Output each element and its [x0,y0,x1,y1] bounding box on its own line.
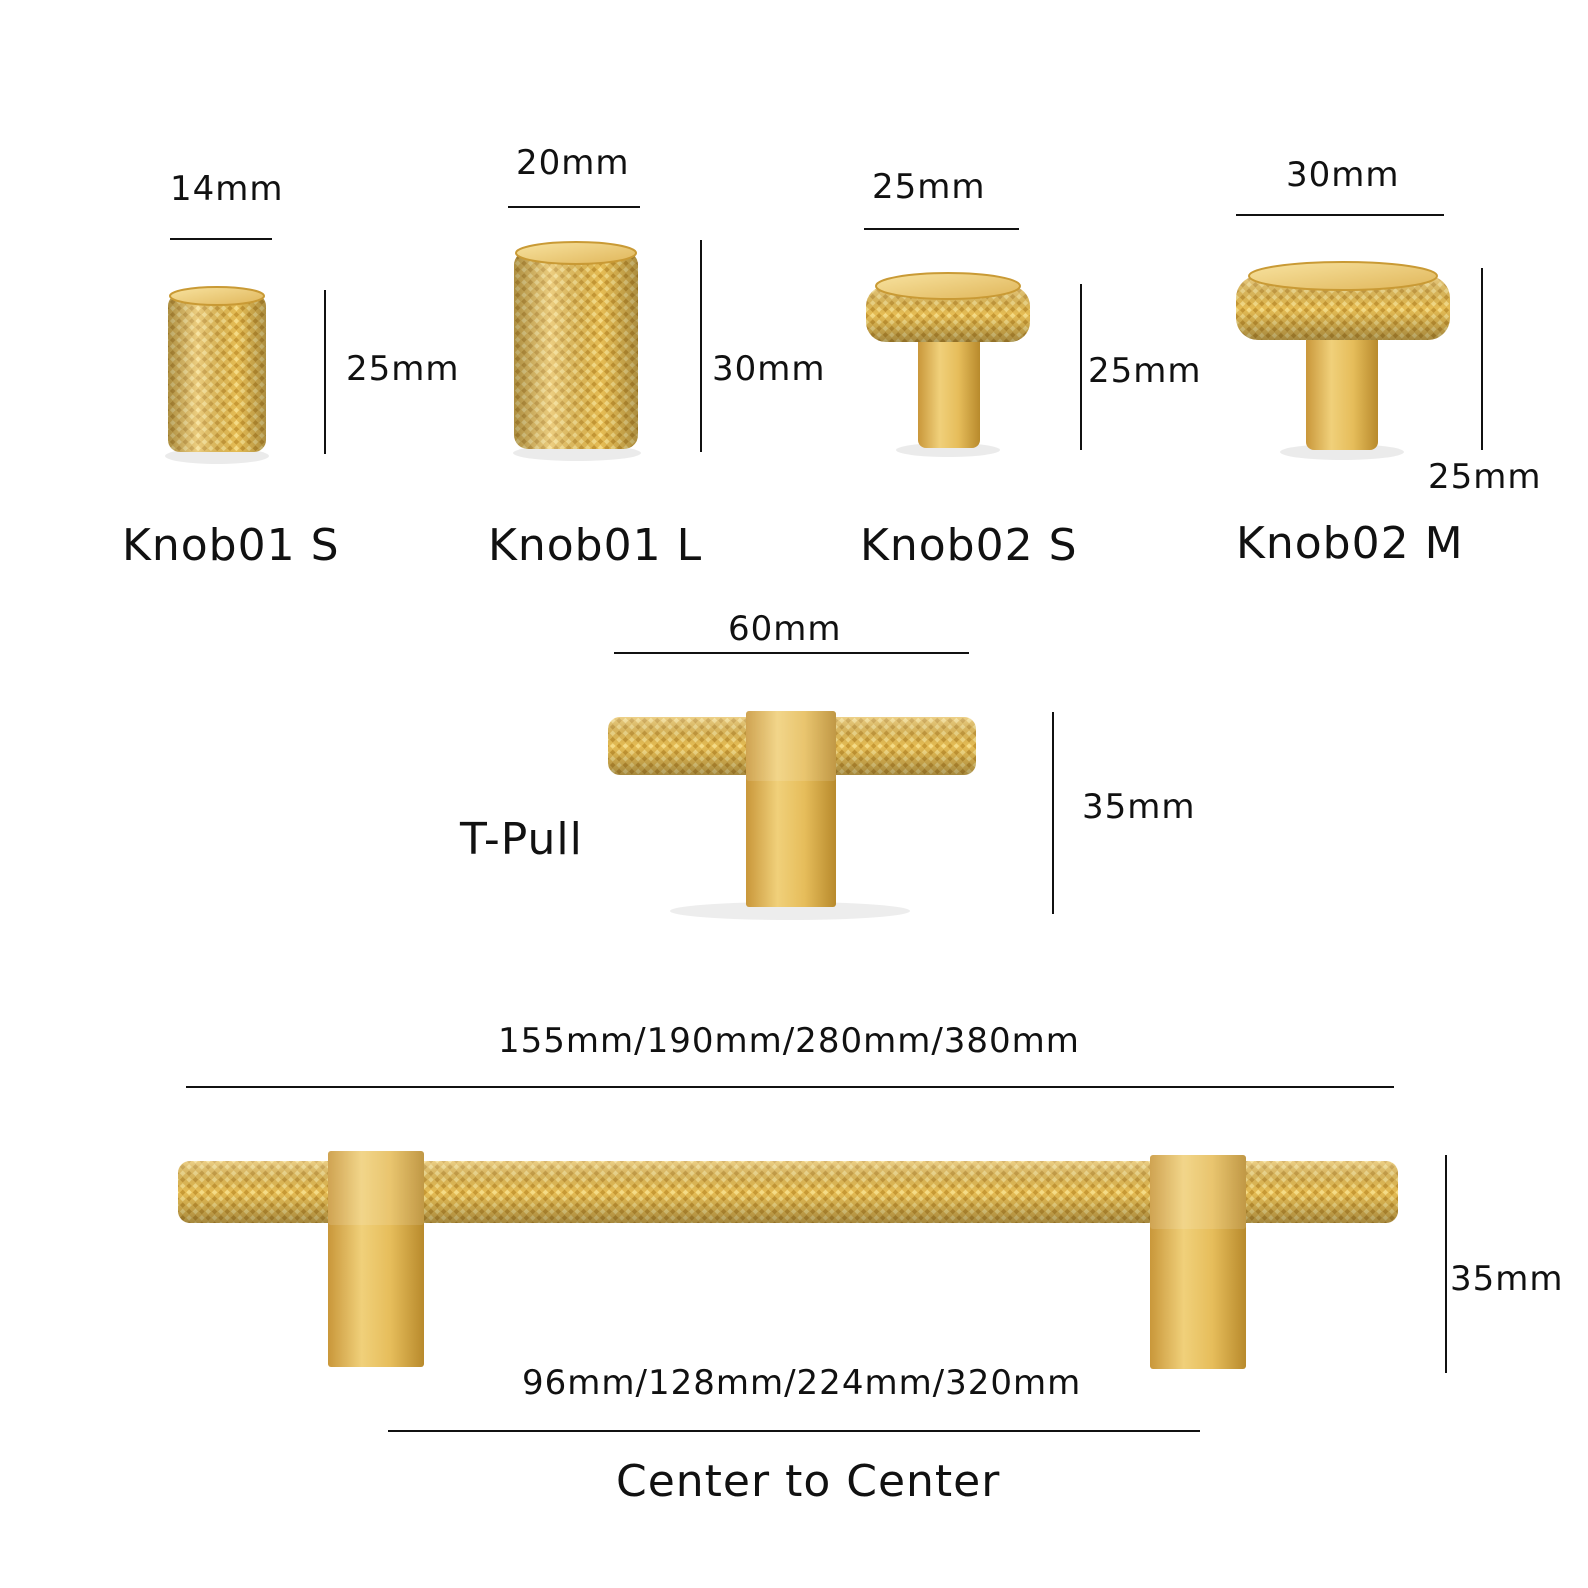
tpull-height-line [1052,712,1054,914]
knob01s-image [165,286,269,464]
knob01s-height-line [324,290,326,454]
knob02s-width-label: 25mm [872,167,986,207]
knob01l-name: Knob01 L [488,520,703,571]
bar-length-label: 155mm/190mm/280mm/380mm [498,1021,1080,1061]
knob01s-height-label: 25mm [346,349,460,389]
knob02s-width-line [864,228,1019,230]
knob01l-height-line [700,240,702,452]
knob02m-name: Knob02 M [1236,518,1464,569]
bar-height-label: 35mm [1450,1259,1564,1299]
knob02m-width-label: 30mm [1286,155,1400,195]
tpull-name: T-Pull [460,814,583,865]
knob02m-height-line [1481,268,1483,450]
tpull-width-label: 60mm [728,609,842,649]
center-to-center-caption: Center to Center [616,1456,1001,1507]
bar-height-line [1445,1155,1447,1373]
bar-pull-image [178,1151,1398,1369]
knob02m-image [1236,261,1450,460]
knob01l-width-label: 20mm [516,143,630,183]
tpull-height-label: 35mm [1082,787,1196,827]
knob02s-height-line [1080,284,1082,450]
knob01s-width-line [170,238,272,240]
knob01l-width-line [508,206,640,208]
knob01s-width-label: 14mm [170,169,284,209]
knob01s-name: Knob01 S [122,520,340,571]
knob02s-name: Knob02 S [860,520,1078,571]
knob01l-image [513,241,641,461]
bar-center-line [388,1430,1200,1432]
knob01l-height-label: 30mm [712,349,826,389]
tpull-image [608,711,976,920]
knob02m-width-line [1236,214,1444,216]
knob02s-image [866,272,1030,457]
bar-center-label: 96mm/128mm/224mm/320mm [522,1363,1082,1403]
knob02s-height-label: 25mm [1088,351,1202,391]
bar-length-line [186,1086,1394,1088]
tpull-width-line [614,652,969,654]
knob02m-height-label: 25mm [1428,457,1542,497]
